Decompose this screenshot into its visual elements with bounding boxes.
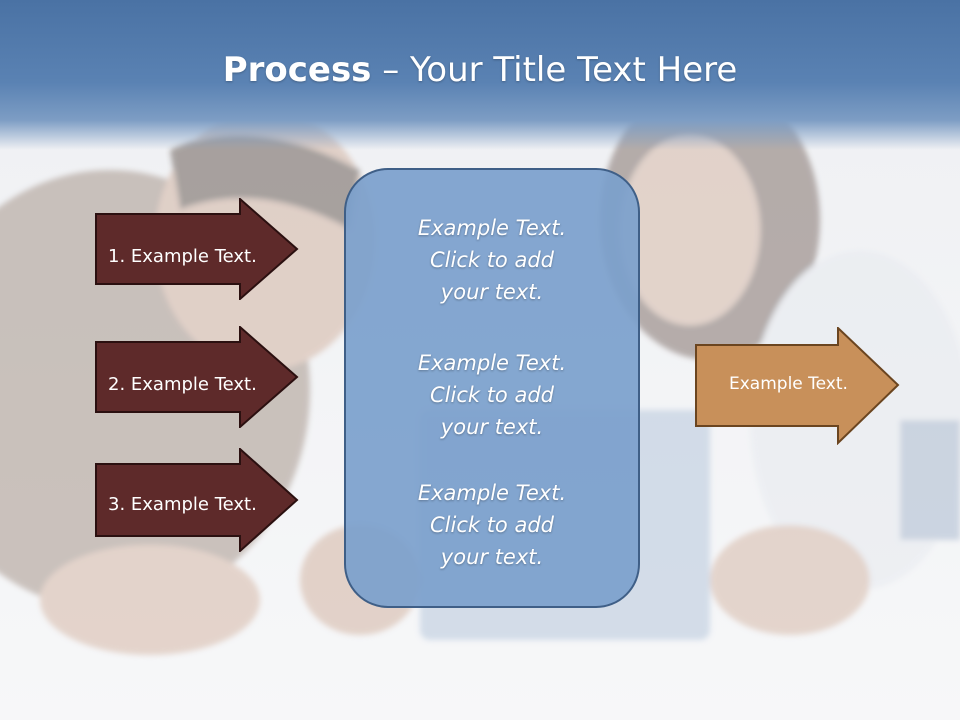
- output-label: Example Text.: [729, 374, 848, 394]
- step-arrow-1[interactable]: [95, 198, 299, 300]
- step-label-1: 1. Example Text.: [108, 245, 257, 267]
- step-label-3: 3. Example Text.: [108, 493, 257, 515]
- title-band: [0, 0, 960, 150]
- title-bold: Process: [222, 50, 372, 90]
- title-rest: – Your Title Text Here: [371, 50, 738, 90]
- step-label-2: 2. Example Text.: [108, 373, 257, 395]
- step-arrow-2[interactable]: [95, 326, 299, 428]
- step-arrow-3[interactable]: [95, 448, 299, 552]
- panel-text-1[interactable]: Example Text. Click to add your text.: [417, 216, 567, 304]
- output-arrow[interactable]: [695, 327, 901, 445]
- panel-text-3[interactable]: Example Text. Click to add your text.: [417, 481, 567, 569]
- slide-title[interactable]: Process – Your Title Text Here: [0, 50, 960, 90]
- panel-text-2[interactable]: Example Text. Click to add your text.: [417, 351, 567, 439]
- center-panel[interactable]: [344, 168, 640, 608]
